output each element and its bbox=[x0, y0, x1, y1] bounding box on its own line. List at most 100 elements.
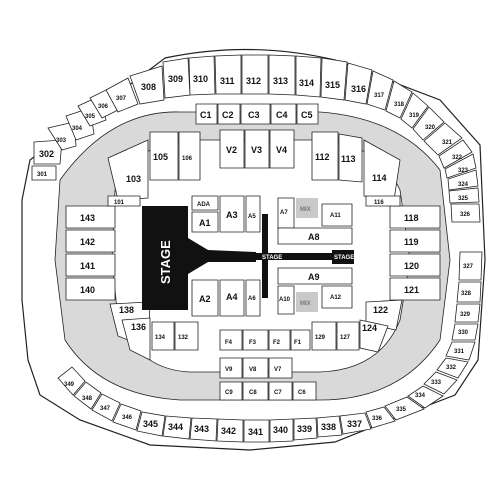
section-c4[interactable] bbox=[270, 103, 297, 125]
section-345[interactable] bbox=[136, 411, 166, 437]
section-340[interactable] bbox=[269, 418, 294, 443]
section-v2[interactable] bbox=[219, 129, 245, 169]
section-140[interactable] bbox=[65, 277, 116, 301]
section-316[interactable] bbox=[344, 62, 373, 105]
section-f2[interactable] bbox=[268, 329, 291, 351]
section-c6[interactable] bbox=[292, 381, 317, 401]
section-313[interactable] bbox=[268, 54, 296, 96]
section-347[interactable] bbox=[91, 393, 121, 422]
section-332[interactable] bbox=[436, 357, 469, 379]
section-302[interactable] bbox=[33, 139, 63, 165]
section-331[interactable] bbox=[445, 341, 476, 361]
section-339[interactable] bbox=[293, 417, 318, 441]
section-337[interactable] bbox=[339, 412, 372, 435]
section-f4[interactable] bbox=[219, 329, 243, 351]
section-a4[interactable] bbox=[219, 279, 245, 317]
section-333[interactable] bbox=[423, 371, 458, 395]
section-322[interactable] bbox=[438, 139, 473, 169]
section-a8[interactable] bbox=[277, 227, 353, 245]
section-v9[interactable] bbox=[219, 357, 243, 379]
section-c9[interactable] bbox=[219, 381, 243, 401]
section-a12[interactable] bbox=[321, 285, 353, 309]
section-v7[interactable] bbox=[268, 357, 293, 379]
section-a6[interactable] bbox=[245, 279, 261, 317]
section-132[interactable] bbox=[174, 321, 199, 351]
section-326[interactable] bbox=[450, 203, 481, 223]
section-320[interactable] bbox=[412, 106, 445, 141]
section-348[interactable] bbox=[73, 381, 102, 410]
section-344[interactable] bbox=[162, 415, 192, 440]
section-c2[interactable] bbox=[217, 103, 241, 125]
section-338[interactable] bbox=[316, 415, 343, 438]
section-a7[interactable] bbox=[277, 197, 295, 229]
section-336[interactable] bbox=[365, 406, 396, 429]
section-c7[interactable] bbox=[268, 381, 293, 401]
section-127[interactable] bbox=[336, 321, 360, 351]
section-113[interactable] bbox=[338, 133, 363, 183]
section-c8[interactable] bbox=[242, 381, 269, 401]
section-c3[interactable] bbox=[240, 103, 271, 125]
section-134[interactable] bbox=[151, 321, 175, 351]
section-341[interactable] bbox=[243, 419, 270, 443]
section-a10[interactable] bbox=[277, 285, 295, 315]
section-112[interactable] bbox=[311, 131, 339, 181]
section-318[interactable] bbox=[385, 80, 413, 119]
section-116[interactable] bbox=[365, 195, 401, 207]
section-342[interactable] bbox=[216, 418, 244, 443]
section-311[interactable] bbox=[214, 54, 242, 95]
section-321[interactable] bbox=[423, 122, 463, 156]
section-317[interactable] bbox=[366, 70, 394, 111]
section-a9[interactable] bbox=[277, 267, 353, 285]
section-121[interactable] bbox=[389, 277, 441, 301]
section-a1[interactable] bbox=[191, 211, 219, 233]
section-315[interactable] bbox=[320, 57, 348, 101]
section-319[interactable] bbox=[400, 92, 429, 129]
section-324[interactable] bbox=[447, 169, 479, 191]
section-v3[interactable] bbox=[244, 129, 270, 169]
section-335[interactable] bbox=[384, 396, 425, 421]
section-a2[interactable] bbox=[191, 279, 219, 317]
section-c1[interactable] bbox=[195, 103, 218, 125]
section-v4[interactable] bbox=[269, 129, 295, 169]
section-v8[interactable] bbox=[242, 357, 269, 379]
section-141[interactable] bbox=[65, 253, 116, 277]
section-334[interactable] bbox=[407, 385, 444, 409]
ada-platform[interactable] bbox=[191, 195, 219, 211]
section-105[interactable] bbox=[149, 131, 179, 181]
section-312[interactable] bbox=[241, 54, 269, 95]
section-330[interactable] bbox=[451, 323, 479, 341]
section-118[interactable] bbox=[389, 205, 441, 229]
section-309[interactable] bbox=[162, 57, 191, 99]
section-303[interactable] bbox=[47, 121, 77, 151]
section-a11[interactable] bbox=[321, 203, 353, 227]
section-101[interactable] bbox=[107, 195, 141, 207]
section-314[interactable] bbox=[295, 55, 322, 98]
section-343[interactable] bbox=[189, 417, 218, 442]
section-f1[interactable] bbox=[290, 329, 311, 351]
section-328[interactable] bbox=[456, 281, 482, 303]
section-119[interactable] bbox=[389, 229, 441, 253]
section-310[interactable] bbox=[188, 55, 216, 96]
section-329[interactable] bbox=[454, 303, 481, 323]
section-f3[interactable] bbox=[242, 329, 269, 351]
section-a5[interactable] bbox=[245, 195, 261, 233]
section-129[interactable] bbox=[311, 321, 337, 351]
section-308[interactable] bbox=[129, 65, 165, 105]
section-120[interactable] bbox=[389, 253, 441, 277]
section-a3[interactable] bbox=[219, 195, 245, 233]
section-106[interactable] bbox=[178, 131, 201, 181]
section-122[interactable] bbox=[365, 299, 403, 331]
section-301[interactable] bbox=[31, 165, 57, 181]
section-346[interactable] bbox=[112, 403, 142, 431]
section-124[interactable] bbox=[359, 319, 389, 353]
section-103[interactable] bbox=[107, 139, 149, 201]
section-327[interactable] bbox=[458, 251, 483, 281]
section-c5[interactable] bbox=[296, 103, 319, 125]
section-349[interactable] bbox=[57, 366, 86, 396]
section-136[interactable] bbox=[121, 317, 151, 361]
section-323[interactable] bbox=[444, 153, 477, 179]
section-142[interactable] bbox=[65, 229, 116, 253]
section-325[interactable] bbox=[448, 187, 480, 204]
section-307[interactable] bbox=[105, 77, 139, 113]
section-143[interactable] bbox=[65, 205, 116, 229]
